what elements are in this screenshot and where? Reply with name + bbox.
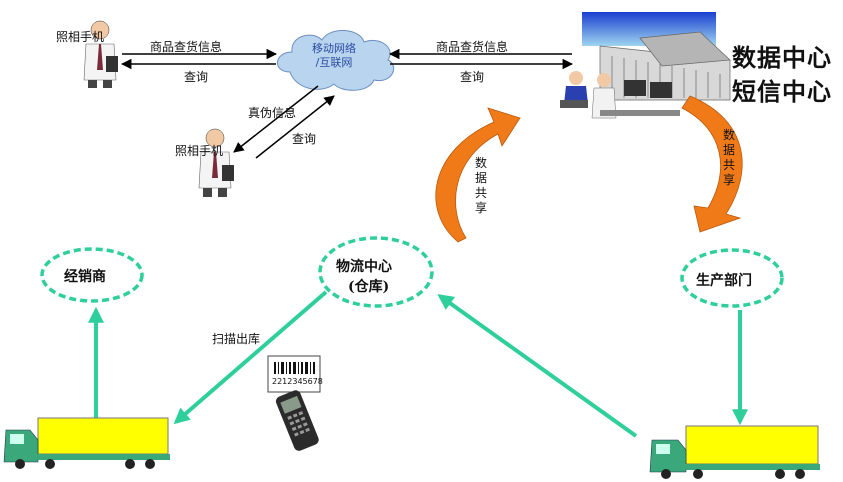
production-label: 生产部门 [696, 273, 752, 289]
arrow-label-right-top: 商品查货信息 [436, 40, 509, 54]
logistics-label: 物流中心 [336, 259, 392, 275]
share-label-right: 数据共享 [722, 128, 735, 187]
arrow-label-diag-bottom: 查询 [292, 132, 317, 146]
operators-icon [560, 71, 680, 119]
arrow-label-right-bottom: 查询 [460, 70, 485, 84]
green-arrow-truck-to-logistics [437, 294, 638, 438]
production-ellipse [680, 248, 784, 308]
person-bottom-icon [198, 128, 234, 197]
dealer-ellipse [40, 247, 144, 303]
cloud-label: 移动网络 /互联网 [296, 42, 372, 70]
arrow-cloud-to-person [233, 85, 319, 153]
barcode-number: 2212345678 [272, 377, 323, 386]
scan-out-label: 扫描出库 [212, 332, 261, 346]
logistics-ellipse [318, 236, 434, 308]
arrow-label-diag-top: 真伪信息 [248, 106, 297, 120]
sms-center-title: 短信中心 [732, 78, 832, 106]
orange-arrow-left [435, 107, 521, 243]
cloud-line1: 移动网络 [312, 42, 356, 55]
datacenter-title: 数据中心 [732, 44, 832, 72]
share-label-left: 数据共享 [474, 156, 487, 215]
handheld-scanner-icon [275, 390, 319, 451]
person-top-label: 照相手机 [56, 30, 105, 44]
truck-right-icon [649, 425, 820, 479]
cloud-line2: /互联网 [315, 56, 353, 69]
person-top-icon [83, 20, 118, 88]
dealer-label: 经销商 [64, 269, 106, 285]
person-bottom-label: 照相手机 [175, 144, 224, 158]
arrow-label-left-top: 商品查货信息 [150, 40, 223, 54]
green-arrow-logistics-to-truck [173, 290, 328, 425]
barcode-label-icon [267, 355, 321, 393]
warehouse-label: (仓库) [348, 279, 390, 295]
truck-left-icon [3, 417, 170, 469]
arrow-label-left-bottom: 查询 [184, 70, 209, 84]
cloud-shape [277, 30, 395, 91]
arrow-person-to-cloud [255, 95, 335, 159]
orange-arrow-right [681, 95, 743, 233]
